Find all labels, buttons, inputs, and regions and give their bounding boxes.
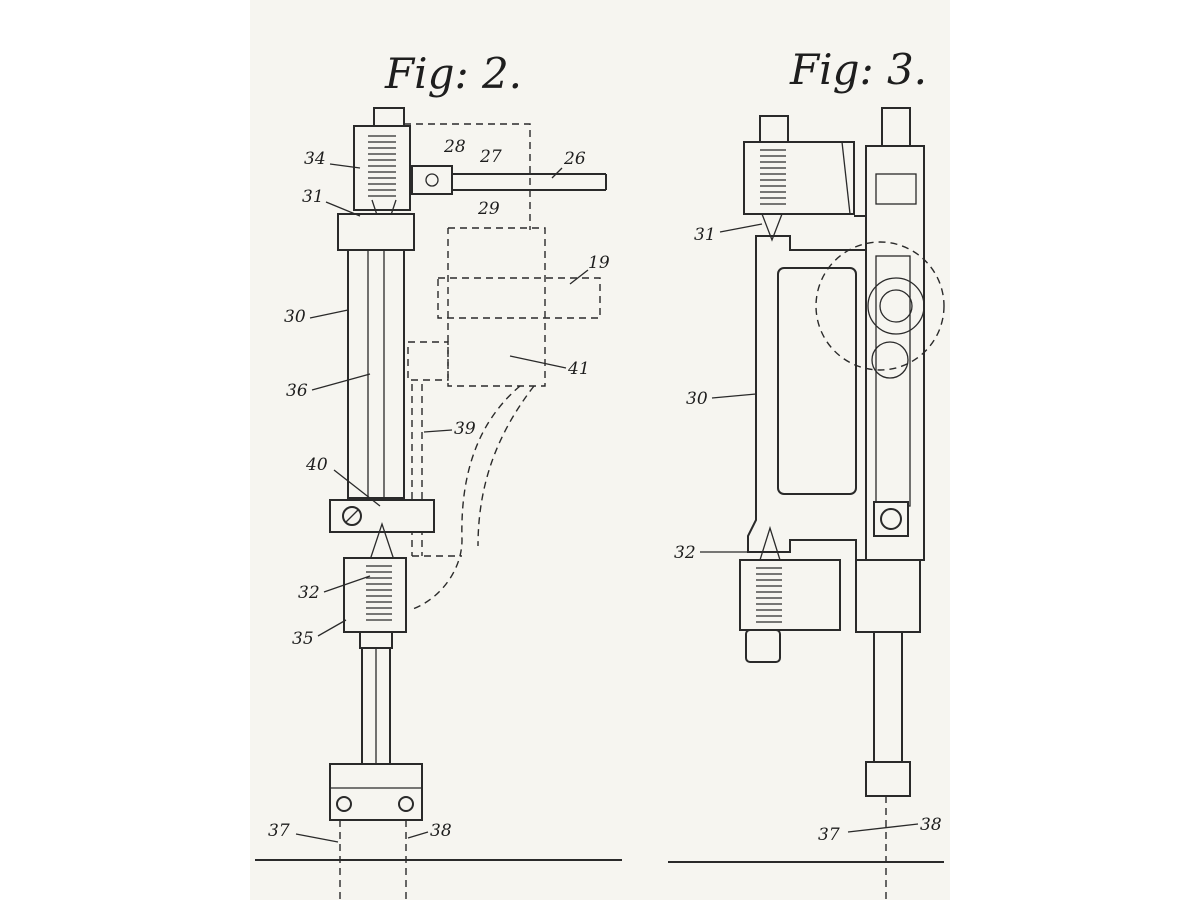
fig2-label-35: 35 — [292, 629, 314, 649]
fig3-main-frame — [747, 229, 881, 561]
fig2-dashed-bracket-curve — [409, 385, 521, 611]
fig2-label-41: 41 — [567, 359, 590, 379]
figure-3: Fig: 3. — [668, 45, 945, 900]
fig3-top-nut — [759, 115, 789, 143]
fig3-label-32: 32 — [674, 543, 696, 563]
fig2-label-30: 30 — [284, 307, 306, 327]
fig2-label-34: 34 — [304, 149, 326, 169]
fig2-upper-thread — [368, 135, 396, 197]
fig2-label-29: 29 — [477, 199, 500, 219]
fig2-label-31: 31 — [302, 187, 324, 207]
fig3-right-lower-block — [855, 559, 921, 633]
fig3-lower-center-point — [759, 525, 781, 561]
fig3-right-top — [881, 107, 911, 149]
fig3-upper-thread — [760, 149, 786, 205]
fig2-foot-screw-right — [398, 796, 414, 812]
fig2-small-block — [407, 341, 449, 381]
fig3-right-slot — [875, 173, 917, 205]
fig2-label-26: 26 — [563, 149, 586, 169]
fig2-collar-31 — [337, 213, 415, 251]
fig3-frame-window — [777, 267, 857, 495]
fig2-lower-block-35 — [343, 557, 407, 633]
fig2-pivot-block — [411, 165, 453, 195]
fig2-dashed-frame-top — [404, 123, 531, 230]
fig2-upper-block-34 — [353, 125, 411, 211]
fig2-lower-center-point — [369, 521, 395, 561]
fig3-label-31: 31 — [694, 225, 716, 245]
fig3-upper-block — [743, 141, 855, 215]
fig2-top-nut — [373, 107, 405, 127]
fig2-pivot-pin — [425, 173, 439, 187]
figure-2: Fig: 2. — [255, 49, 622, 900]
fig3-dashed-circle-outer — [815, 241, 945, 371]
fig2-label-40: 40 — [305, 455, 328, 475]
fig2-shaft-19 — [437, 277, 601, 319]
fig3-clamp — [873, 501, 909, 537]
fig2-label-36: 36 — [286, 381, 308, 401]
fig2-label-19: 19 — [588, 253, 610, 273]
fig2-label-27: 27 — [479, 147, 502, 167]
fig2-label-38: 38 — [430, 821, 452, 841]
fig3-lower-block — [739, 559, 841, 631]
fig3-lower-shaft — [873, 631, 903, 763]
fig2-clamp-40 — [329, 499, 435, 533]
fig2-housing-41 — [447, 227, 546, 387]
fig3-label-30: 30 — [686, 389, 708, 409]
fig3-circle-lower — [871, 341, 909, 379]
fig2-label-32: 32 — [298, 583, 320, 603]
fig3-title: Fig: 3. — [789, 45, 927, 94]
fig3-right-column — [865, 145, 925, 561]
fig2-dashed-bracket-inner — [477, 385, 535, 547]
fig2-label-39: 39 — [454, 419, 476, 439]
fig3-foot — [865, 761, 911, 797]
fig2-label-37: 37 — [268, 821, 290, 841]
fig2-label-28: 28 — [443, 137, 466, 157]
fig2-clamp-screw — [342, 506, 362, 526]
fig2-lower-nut — [359, 631, 393, 649]
fig2-lower-thread — [366, 565, 392, 621]
fig3-lower-nut — [745, 629, 781, 663]
fig2-title: Fig: 2. — [384, 49, 522, 98]
fig3-circle-hub — [867, 277, 925, 335]
fig3-label-37: 37 — [818, 825, 840, 845]
fig3-upper-center-point — [761, 213, 783, 242]
fig2-foot-screw-left — [336, 796, 352, 812]
fig3-label-38: 38 — [920, 815, 942, 835]
fig2-column-30 — [347, 249, 405, 499]
fig3-lower-thread — [756, 567, 782, 623]
